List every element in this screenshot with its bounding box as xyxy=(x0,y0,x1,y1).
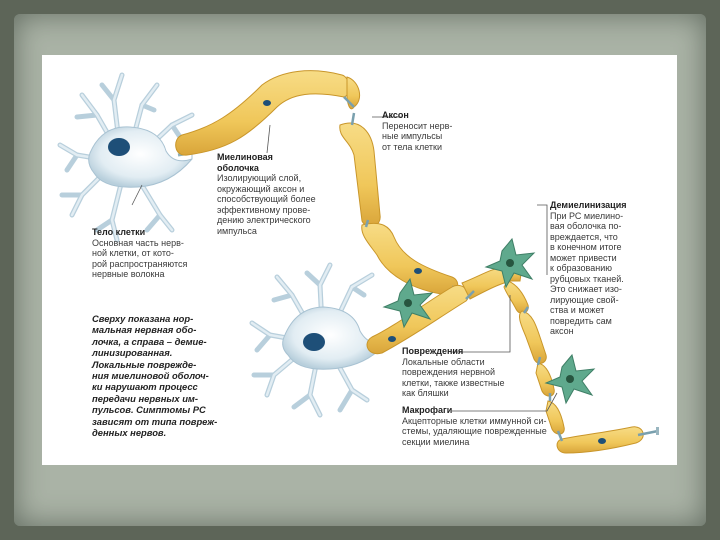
macrophage xyxy=(382,277,434,329)
macrophages-title: Макрофаги xyxy=(402,405,453,415)
axon-label: Аксон Переносит нерв- ные импульсы от те… xyxy=(382,110,502,152)
top-nucleus xyxy=(108,138,130,156)
demyelination-label: Демиелинизация При РС миелино- вая оболо… xyxy=(550,200,660,337)
neuron-diagram xyxy=(57,70,659,454)
macrophages-label: Макрофаги Акцепторные клетки иммунной си… xyxy=(402,405,602,447)
bottom-cell-body xyxy=(249,262,379,418)
lesions-title: Повреждения xyxy=(402,346,464,356)
macrophages-text: Акцепторные клетки иммунной си- стемы, у… xyxy=(402,415,547,447)
lesions-label: Повреждения Локальные области повреждени… xyxy=(402,346,542,399)
macrophage xyxy=(544,353,596,405)
lesions-text: Локальные области повреждения нервной кл… xyxy=(402,356,505,399)
demyelination-text: При РС миелино- вая оболочка по- вреждае… xyxy=(550,210,624,337)
axon-title: Аксон xyxy=(382,110,409,120)
cell-body-title: Тело клетки xyxy=(92,227,146,237)
top-cell-body xyxy=(57,72,195,243)
demyelination-title: Демиелинизация xyxy=(550,200,627,210)
axon-text: Переносит нерв- ные импульсы от тела кле… xyxy=(382,120,453,152)
macrophage xyxy=(484,237,536,289)
top-myelin-sheath xyxy=(175,70,459,296)
summary-note: Сверху показана нор- мальная нервная обо… xyxy=(92,313,218,439)
pointer-lines xyxy=(131,116,558,412)
myelin-title: Миелиновая оболочка xyxy=(217,152,273,173)
slide: Аксон Переносит нерв- ные импульсы от те… xyxy=(42,55,677,465)
cell-body-text: Основная часть нерв- ной клетки, от кото… xyxy=(92,237,188,280)
myelin-label: Миелиновая оболочка Изолирующий слой, ок… xyxy=(217,152,347,236)
bottom-nucleus xyxy=(303,333,325,351)
cell-body-label: Тело клетки Основная часть нерв- ной кле… xyxy=(92,227,232,280)
myelin-text: Изолирующий слой, окружающий аксон и спо… xyxy=(217,173,316,236)
